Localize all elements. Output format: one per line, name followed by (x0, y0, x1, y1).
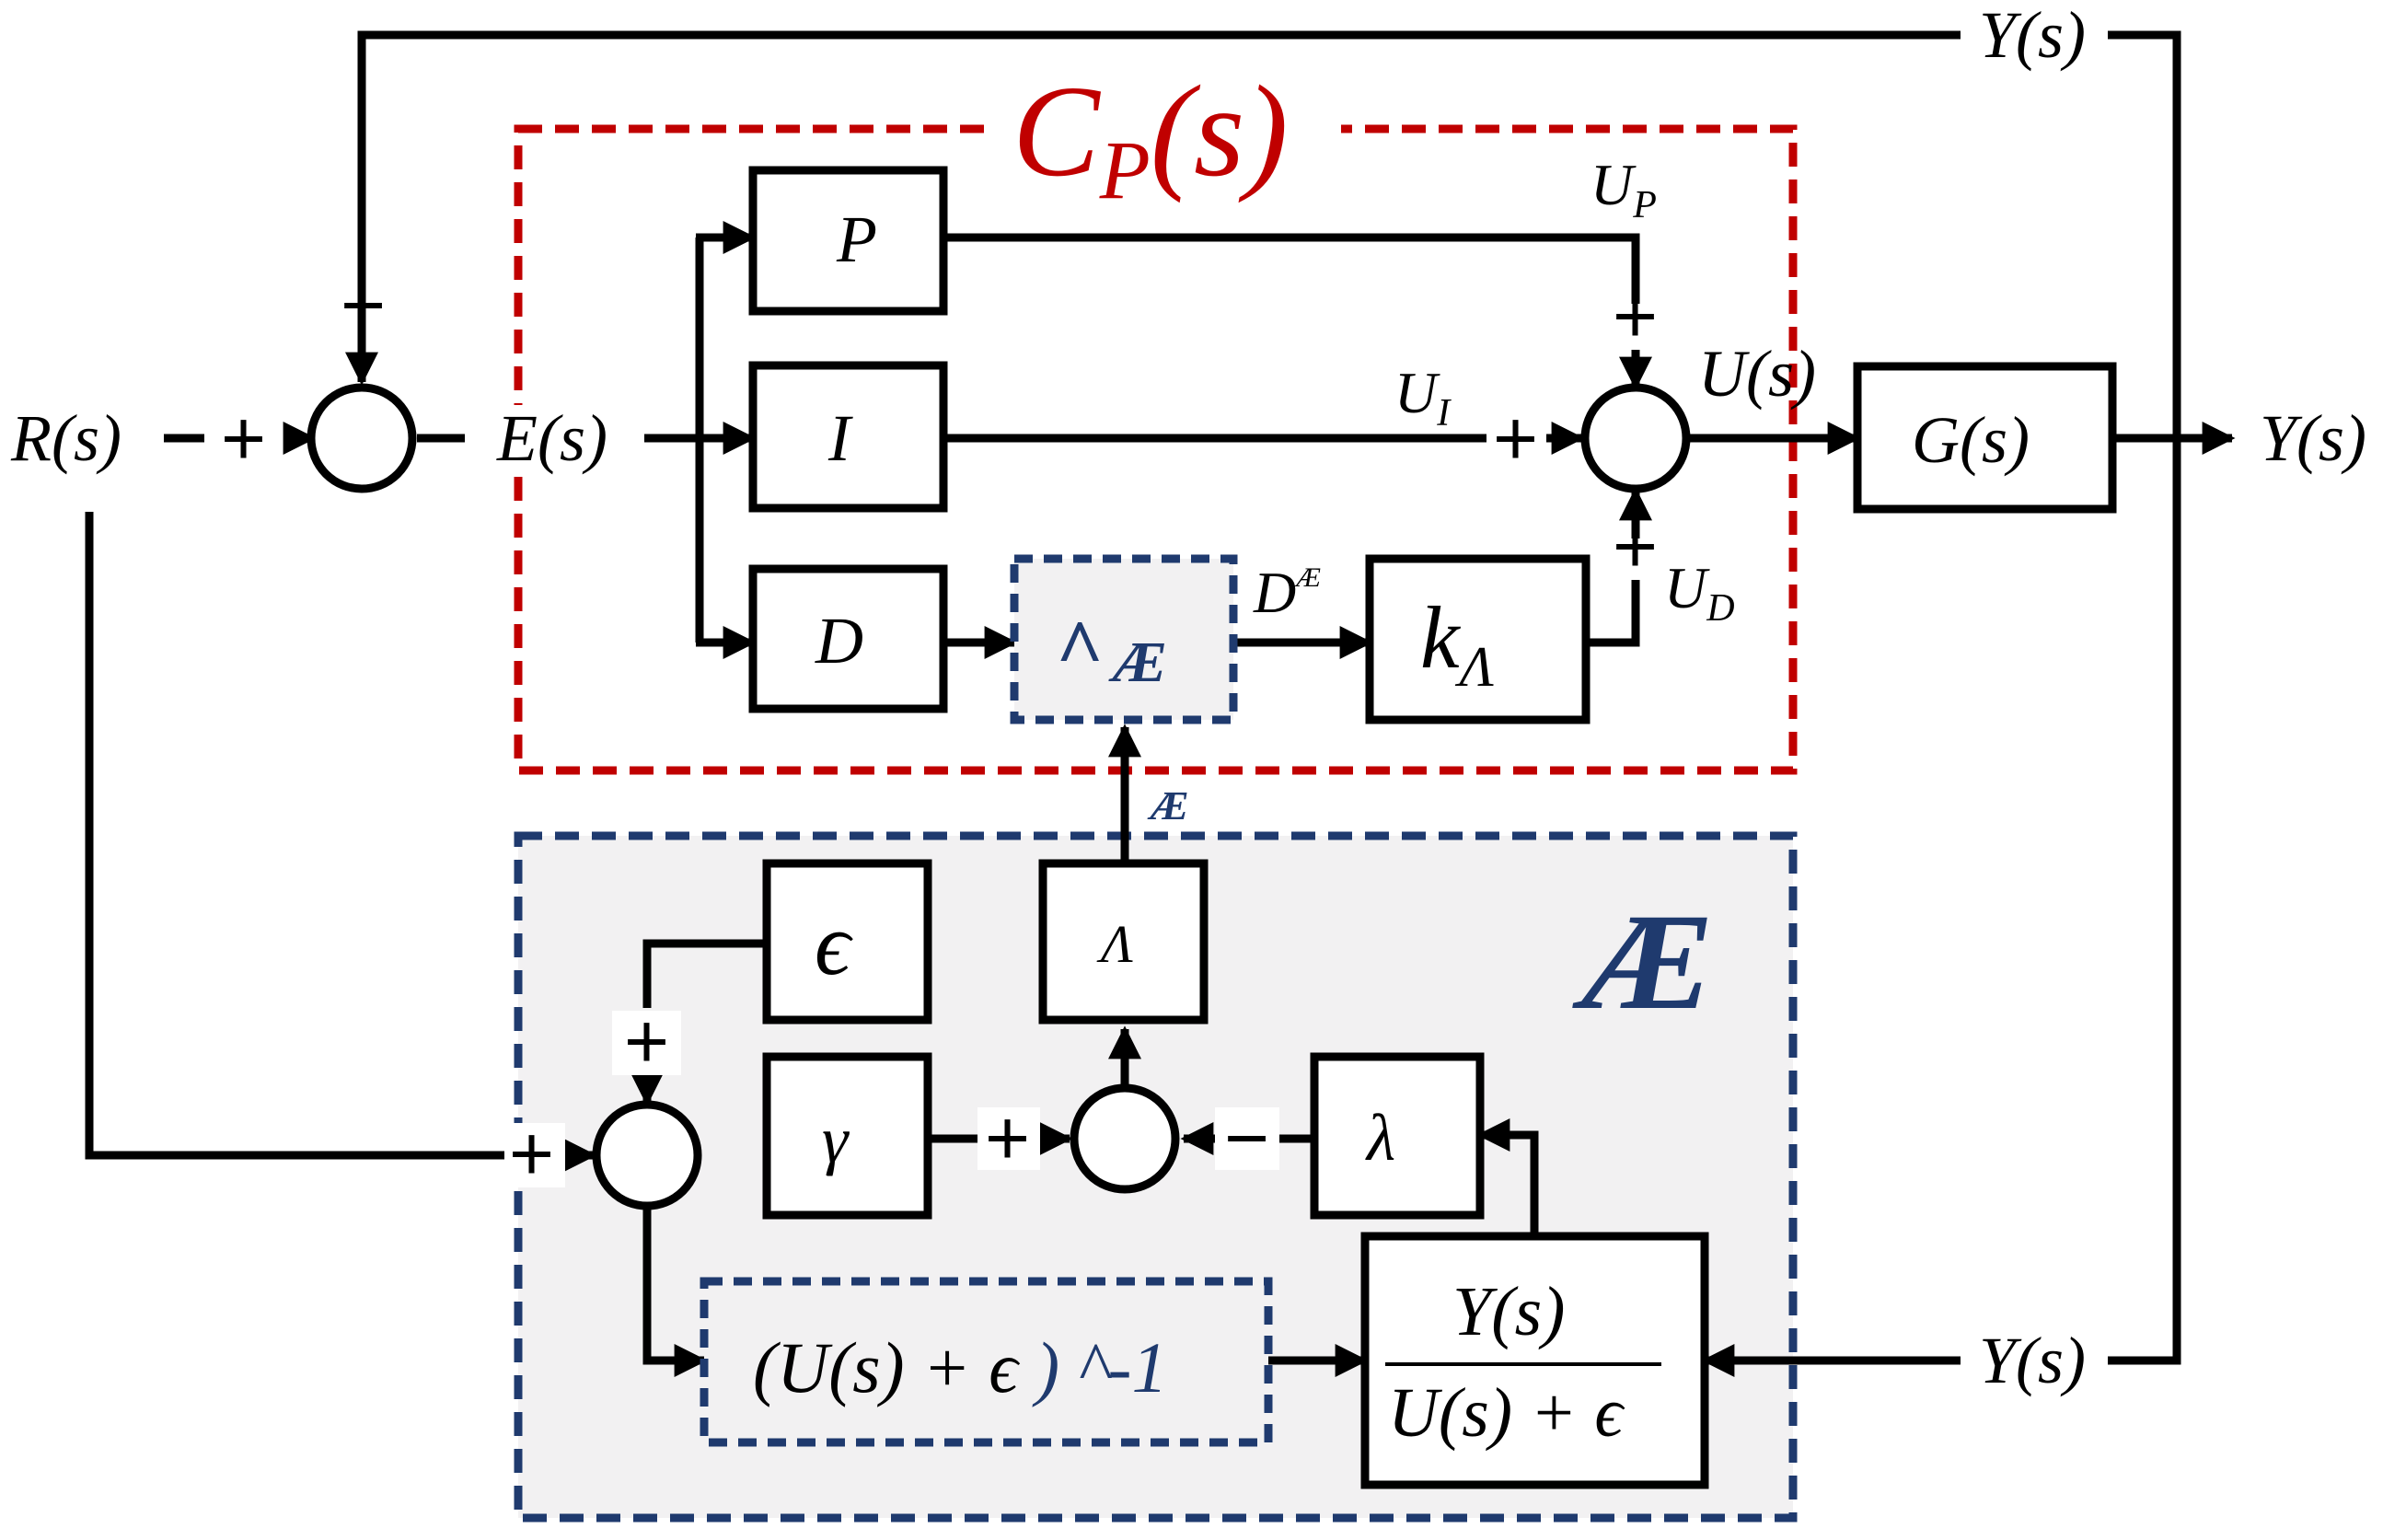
block-epsilon (762, 859, 932, 1025)
block-Lambda (1038, 859, 1209, 1025)
signal-y-out: Y(s) (2260, 401, 2366, 475)
wire-eps-sum (642, 939, 767, 1008)
signal-y-bottom: Y(s) (1979, 1324, 2086, 1397)
sign-mid-plus: + (985, 1094, 1030, 1181)
block-gamma (762, 1052, 932, 1220)
sign-mid-minus: − (1224, 1094, 1269, 1181)
ratio-numerator: Y(s) (1452, 1273, 1565, 1350)
block-inverse-label: (U(s) + ϵ ) ^-1 (753, 1327, 1168, 1407)
block-g (1853, 362, 2117, 514)
wire-feedback-top (357, 30, 1961, 276)
signal-ud: UD (1664, 555, 1735, 630)
sign-sum-d: + (1613, 503, 1658, 589)
wire-sum-inv (642, 1208, 708, 1377)
block-k-label: kΛ (1420, 588, 1495, 699)
wire-r-down (85, 512, 506, 1160)
signal-r: R(s) (10, 401, 121, 475)
block-p (748, 166, 948, 316)
summing-junction-estimator (592, 1100, 702, 1210)
block-p-label: P (836, 203, 877, 276)
wire-ratio-lambda (1476, 1118, 1539, 1233)
wire-ud (1586, 580, 1640, 647)
sign-sum-p: + (1613, 272, 1658, 359)
sign-est-top: + (624, 998, 669, 1084)
block-k (1365, 554, 1591, 724)
block-lambda (1310, 1052, 1485, 1220)
summing-junction-controller (1580, 383, 1691, 493)
block-Lambda-label: Λ (1096, 914, 1133, 974)
sign-feedback-plus: + (221, 395, 266, 481)
block-ratio (1360, 1232, 1709, 1489)
summing-junction-feedback (307, 383, 417, 493)
wire-right-bus (2108, 30, 2181, 1365)
block-i-label: I (827, 401, 853, 475)
block-g-label: G(s) (1912, 403, 2030, 477)
signal-ae-small: Æ (1147, 783, 1189, 828)
estimator-title: Æ (1572, 886, 1714, 1038)
block-d-label: D (815, 604, 863, 677)
signal-ui: UI (1394, 360, 1452, 434)
wire-up (943, 233, 1640, 304)
sign-sum-i: + (1493, 395, 1538, 481)
block-caret-ae (1010, 554, 1238, 724)
signal-e: E(s) (496, 401, 607, 475)
block-d (748, 564, 948, 713)
signal-dae: DÆ (1253, 560, 1321, 625)
block-epsilon-label: ϵ (815, 895, 853, 993)
signal-u: U(s) (1698, 337, 1816, 411)
block-lambda-label: λ (1365, 1101, 1395, 1175)
block-i (748, 361, 948, 513)
block-caret-ae-label: ^Æ (1056, 604, 1167, 695)
sign-feedback-minus: − (341, 261, 386, 348)
summing-junction-mid (1070, 1083, 1180, 1194)
controller-title: CP(s) (1012, 58, 1289, 216)
block-inverse (700, 1277, 1273, 1447)
signal-y-top: Y(s) (1979, 0, 2086, 72)
sign-est-left: + (509, 1110, 554, 1197)
block-gamma-label: γ (822, 1103, 850, 1176)
ratio-denominator: U(s) + ϵ (1388, 1374, 1625, 1452)
signal-up: UP (1591, 152, 1657, 226)
